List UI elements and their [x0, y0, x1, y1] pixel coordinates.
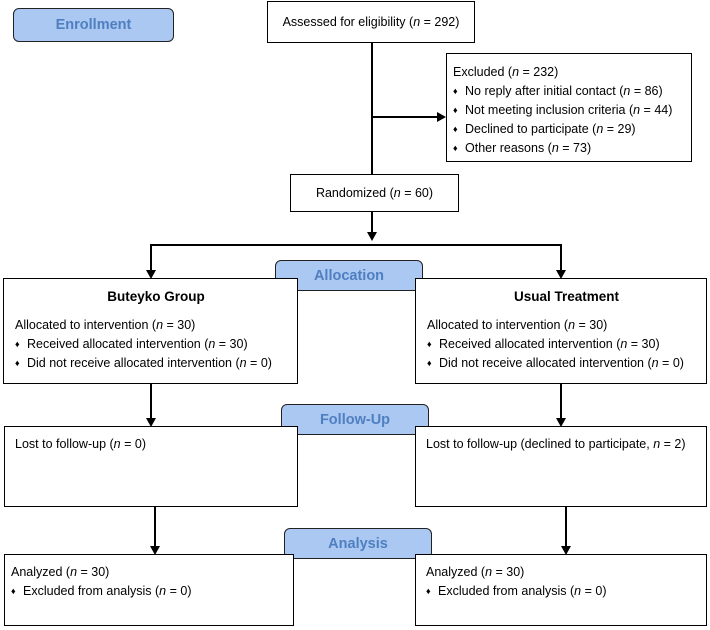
excluded-box: Excluded (n = 232) ♦No reply after initi…: [446, 53, 692, 162]
diamond-bullet-icon: ♦: [11, 586, 16, 596]
diamond-bullet-icon: ♦: [15, 358, 20, 368]
assessed-box: Assessed for eligibility (n = 292): [267, 1, 475, 43]
arrow-right-icon: [437, 112, 446, 122]
diamond-bullet-icon: ♦: [427, 339, 432, 349]
buteyko-received: ♦Received allocated intervention (n = 30…: [15, 335, 297, 354]
stage-enrollment-label: Enrollment: [55, 17, 132, 33]
connector-assessed-randomized: [371, 43, 373, 174]
excluded-reason: ♦Not meeting inclusion criteria (n = 44): [453, 101, 691, 120]
diamond-bullet-icon: ♦: [427, 358, 432, 368]
arrow-down-icon: [556, 270, 566, 279]
usual-group-title: Usual Treatment: [513, 289, 620, 304]
connector-randomized-down: [371, 212, 373, 232]
buteyko-analysis-box: Analyzed (n = 30) ♦Excluded from analysi…: [4, 554, 294, 626]
arrow-down-icon: [150, 546, 160, 555]
arrow-down-icon: [146, 418, 156, 427]
usual-allocation-box: Usual Treatment Allocated to interventio…: [415, 278, 707, 384]
usual-followup-box: Lost to follow-up (declined to participa…: [415, 426, 707, 507]
connector-right-down: [560, 244, 562, 270]
usual-lost: Lost to follow-up (declined to participa…: [426, 437, 686, 451]
usual-received: ♦Received allocated intervention (n = 30…: [427, 335, 706, 354]
stage-enrollment: Enrollment: [13, 8, 174, 42]
usual-allocated: Allocated to intervention (n = 30): [427, 318, 608, 332]
buteyko-followup-box: Lost to follow-up (n = 0): [4, 426, 298, 507]
buteyko-analyzed: Analyzed (n = 30): [11, 565, 110, 579]
buteyko-not-received: ♦Did not receive allocated intervention …: [15, 354, 297, 373]
excluded-reason: ♦Other reasons (n = 73): [453, 139, 691, 158]
stage-allocation: Allocation: [275, 260, 423, 291]
buteyko-group-title: Buteyko Group: [107, 289, 205, 304]
connector-split: [150, 244, 562, 246]
buteyko-allocation-box: Buteyko Group Allocated to intervention …: [3, 278, 298, 384]
excluded-reason: ♦No reply after initial contact (n = 86): [453, 82, 691, 101]
buteyko-lost: Lost to follow-up (n = 0): [15, 437, 146, 451]
buteyko-excluded-analysis: ♦Excluded from analysis (n = 0): [11, 582, 293, 601]
excluded-reason: ♦Declined to participate (n = 29): [453, 120, 691, 139]
usual-analysis-box: Analyzed (n = 30) ♦Excluded from analysi…: [415, 554, 707, 626]
excluded-title: Excluded (n = 232): [453, 65, 559, 79]
usual-analyzed: Analyzed (n = 30): [426, 565, 525, 579]
arrow-down-icon: [556, 418, 566, 427]
diamond-bullet-icon: ♦: [453, 86, 458, 96]
arrow-down-icon: [146, 270, 156, 279]
stage-followup: Follow-Up: [281, 404, 429, 435]
connector-usual-analysis: [565, 507, 567, 546]
buteyko-allocated: Allocated to intervention (n = 30): [15, 318, 196, 332]
stage-analysis-label: Analysis: [328, 535, 388, 552]
stage-allocation-label: Allocation: [313, 267, 385, 284]
connector-buteyko-followup: [150, 384, 152, 418]
arrow-down-icon: [367, 232, 377, 241]
diamond-bullet-icon: ♦: [453, 143, 458, 153]
randomized-text: Randomized (n = 60): [315, 186, 434, 200]
randomized-box: Randomized (n = 60): [290, 174, 459, 212]
diamond-bullet-icon: ♦: [453, 124, 458, 134]
diamond-bullet-icon: ♦: [453, 105, 458, 115]
diamond-bullet-icon: ♦: [15, 339, 20, 349]
connector-buteyko-analysis: [154, 507, 156, 546]
stage-followup-label: Follow-Up: [319, 411, 391, 428]
connector-left-down: [150, 244, 152, 270]
assessed-text: Assessed for eligibility (n = 292): [282, 15, 460, 29]
diamond-bullet-icon: ♦: [426, 586, 431, 596]
connector-usual-followup: [560, 384, 562, 418]
stage-analysis: Analysis: [284, 528, 432, 559]
usual-not-received: ♦Did not receive allocated intervention …: [427, 354, 706, 373]
usual-excluded-analysis: ♦Excluded from analysis (n = 0): [426, 582, 706, 601]
arrow-down-icon: [561, 546, 571, 555]
connector-to-excluded: [372, 116, 438, 118]
